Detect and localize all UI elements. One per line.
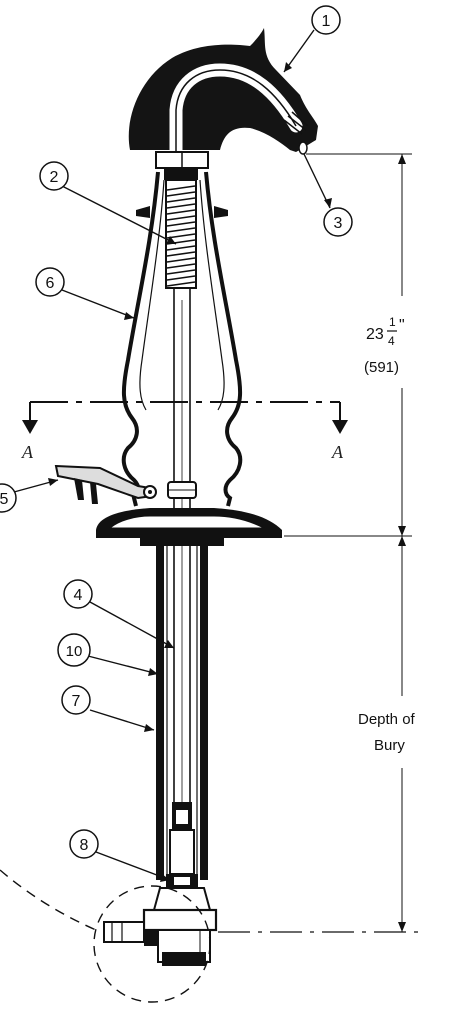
- spring-coil: [166, 185, 196, 191]
- callout-2: 2: [39, 161, 69, 191]
- callout-3: 3: [323, 207, 353, 237]
- callout-2-label: 2: [50, 169, 59, 186]
- spring-coil: [166, 281, 196, 287]
- spring-coil: [166, 269, 196, 275]
- bury-dimension: Depth of Bury: [358, 711, 416, 754]
- section-label-right: A: [331, 442, 344, 462]
- operating-rod: [173, 288, 191, 880]
- callout-10-label: 10: [66, 643, 83, 660]
- base-flange: [96, 508, 282, 546]
- valve-assembly: [103, 802, 218, 966]
- callout-4-label: 4: [74, 587, 83, 604]
- spring: [164, 168, 198, 289]
- height-unit: ": [399, 317, 405, 334]
- head-casting: [128, 28, 318, 169]
- standpipe: [156, 546, 208, 880]
- section-line: A A: [21, 401, 348, 462]
- spring-coil: [166, 215, 196, 221]
- callout-4: 4: [63, 579, 93, 609]
- spring-coil: [166, 275, 196, 281]
- bury-label-line2: Bury: [374, 737, 405, 754]
- callout-1: 1: [311, 5, 341, 35]
- spring-coil: [166, 227, 196, 233]
- detail-leader: [0, 869, 97, 931]
- callout-7-label: 7: [72, 693, 81, 710]
- dimension-lines: [218, 153, 420, 933]
- callout-5-label: 5: [0, 491, 9, 508]
- spring-coil: [166, 251, 196, 257]
- callout-6-label: 6: [46, 275, 55, 292]
- callout-8-label: 8: [80, 837, 89, 854]
- height-whole: 23: [366, 326, 384, 343]
- spring-coil: [166, 263, 196, 269]
- height-dimension: 23 1 4 " (591): [364, 315, 405, 376]
- spring-coil: [166, 233, 196, 239]
- spring-coil: [166, 203, 196, 209]
- spring-coil: [166, 209, 196, 215]
- spring-coil: [166, 221, 196, 227]
- hydrant-body: [121, 171, 243, 507]
- callout-6: 6: [35, 267, 65, 297]
- spring-coil: [166, 257, 196, 263]
- height-numerator: 1: [389, 315, 396, 329]
- callout-3-label: 3: [334, 215, 343, 232]
- callout-10: 10: [57, 633, 91, 667]
- section-label-left: A: [21, 442, 34, 462]
- spring-coil: [166, 197, 196, 203]
- spring-coil: [166, 245, 196, 251]
- spring-coil: [166, 191, 196, 197]
- callout-8: 8: [69, 829, 99, 859]
- height-denominator: 4: [388, 334, 395, 348]
- callout-1-label: 1: [322, 13, 331, 30]
- height-mm: (591): [364, 359, 399, 376]
- bury-label-line1: Depth of: [358, 711, 416, 728]
- callout-5: 5: [0, 483, 17, 513]
- lever-assembly: [54, 464, 197, 504]
- leader-arrows: [48, 62, 332, 882]
- callout-7: 7: [61, 685, 91, 715]
- detail-circle: [93, 885, 211, 1003]
- leader-lines: [13, 29, 331, 881]
